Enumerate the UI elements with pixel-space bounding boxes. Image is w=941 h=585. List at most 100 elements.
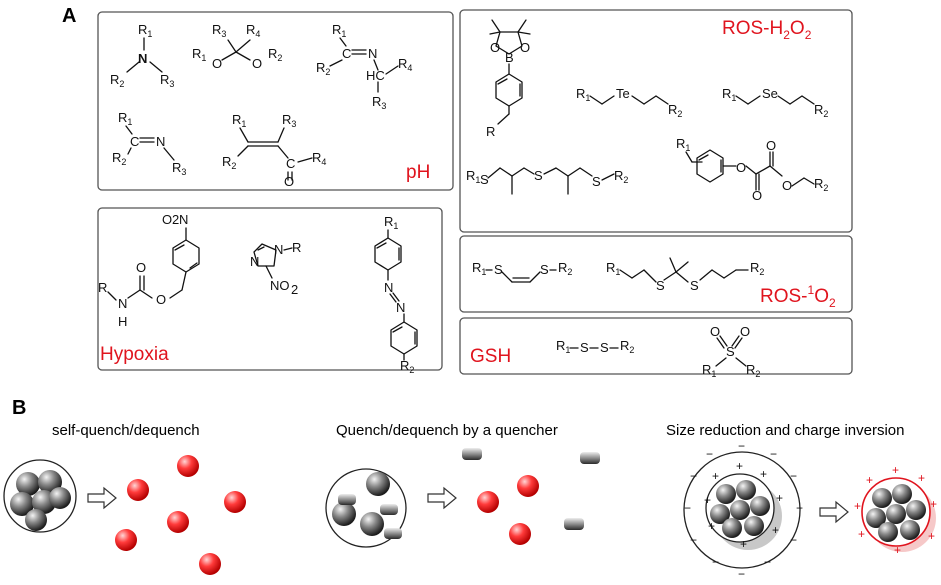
svg-text:S: S [592,174,601,189]
svg-text:−: − [738,567,745,581]
svg-text:N: N [156,134,165,149]
svg-text:2: 2 [291,282,298,297]
svg-text:R1: R1 [576,86,590,103]
svg-text:S: S [494,262,503,277]
svg-text:+: + [930,497,937,511]
svg-text:−: − [796,501,803,515]
ph-structures: R1 N R2 R3 R3 R4 R1 O O R2 R1 C N R2 HC … [110,22,412,189]
svg-text:S: S [726,344,735,359]
svg-text:HC: HC [366,68,385,83]
gsh-structures: R1 S S R2 O O S R1 R2 [556,324,760,379]
svg-text:N: N [250,254,259,269]
hypoxia-structures: O 2 N O O N H R N R N NO 2 R1 N [98,212,418,375]
svg-text:R2: R2 [668,102,682,119]
svg-text:R2: R2 [620,338,634,355]
svg-text:O: O [212,56,222,71]
svg-text:O: O [752,188,762,203]
svg-text:R3: R3 [212,22,226,39]
svg-text:O: O [782,178,792,193]
ros-1o2-label: ROS-1O2 [760,283,836,310]
svg-text:R3: R3 [372,94,386,111]
svg-text:+: + [858,527,865,541]
panel-a-letter: A [62,5,76,27]
svg-text:R: R [486,124,495,139]
svg-text:−: − [770,447,777,461]
svg-text:S: S [656,278,665,293]
svg-text:O: O [162,212,172,227]
svg-text:O: O [252,56,262,71]
svg-text:+: + [776,491,783,505]
svg-text:S: S [690,278,699,293]
svg-text:−: − [790,533,797,547]
svg-text:O: O [136,260,146,275]
svg-text:2: 2 [172,212,179,227]
svg-text:O: O [736,160,746,175]
svg-text:C: C [286,156,295,171]
svg-text:R1: R1 [472,260,486,277]
svg-text:B: B [505,50,514,65]
svg-text:+: + [704,493,711,507]
svg-text:R4: R4 [246,22,260,39]
panel-b-letter: B [12,397,26,419]
svg-text:R2: R2 [750,260,764,277]
svg-text:+: + [708,519,715,533]
size-reduction-scheme: +++ +++ ++ −−− −−− −−− −−− +++ +++ ++ [683,439,937,581]
svg-text:N: N [179,212,188,227]
svg-text:R3: R3 [160,72,174,89]
svg-text:N: N [368,46,377,61]
self-quench-title: self-quench/dequench [52,422,200,439]
self-quench-scheme [3,455,246,575]
svg-text:R2: R2 [400,358,414,375]
svg-text:R1: R1 [556,338,570,355]
svg-text:R1: R1 [118,110,132,127]
svg-text:+: + [918,471,925,485]
svg-text:R1: R1 [702,362,716,379]
svg-text:−: − [790,469,797,483]
svg-text:R: R [98,280,107,295]
svg-text:H: H [118,314,127,329]
arrow-icon [819,500,849,524]
svg-text:−: − [764,555,771,569]
svg-text:R2: R2 [814,102,828,119]
svg-text:R2: R2 [558,260,572,277]
quencher-scheme [325,448,600,548]
svg-text:+: + [712,469,719,483]
svg-text:O: O [710,324,720,339]
svg-text:R1: R1 [676,136,690,153]
svg-text:R2: R2 [316,60,330,77]
svg-text:S: S [580,340,589,355]
svg-text:+: + [772,523,779,537]
size-reduction-title: Size reduction and charge inversion [666,422,904,439]
svg-text:C: C [130,134,139,149]
svg-text:N: N [138,51,147,66]
svg-text:R4: R4 [398,56,412,73]
svg-text:O: O [156,292,166,307]
svg-text:+: + [892,463,899,477]
svg-text:O: O [740,324,750,339]
svg-text:O: O [520,40,530,55]
svg-text:−: − [684,501,691,515]
svg-text:NO: NO [270,278,290,293]
hypoxia-panel [97,207,443,371]
svg-text:O: O [490,40,500,55]
svg-text:−: − [690,469,697,483]
svg-text:R2: R2 [110,72,124,89]
ros-1o2-panel [459,235,853,313]
svg-text:−: − [690,533,697,547]
svg-text:S: S [534,168,543,183]
svg-text:R3: R3 [282,112,296,129]
svg-text:R4: R4 [312,150,326,167]
svg-text:R1: R1 [722,86,736,103]
gsh-panel [459,317,853,375]
svg-text:R1: R1 [466,168,480,185]
svg-text:S: S [540,262,549,277]
svg-text:R2: R2 [222,154,236,171]
arrow-icon [87,486,117,510]
gsh-label: GSH [470,346,511,367]
ros-h2o2-panel [459,9,853,233]
svg-text:S: S [480,172,489,187]
svg-text:O: O [284,174,294,189]
svg-text:N: N [384,280,393,295]
svg-text:N: N [396,300,405,315]
